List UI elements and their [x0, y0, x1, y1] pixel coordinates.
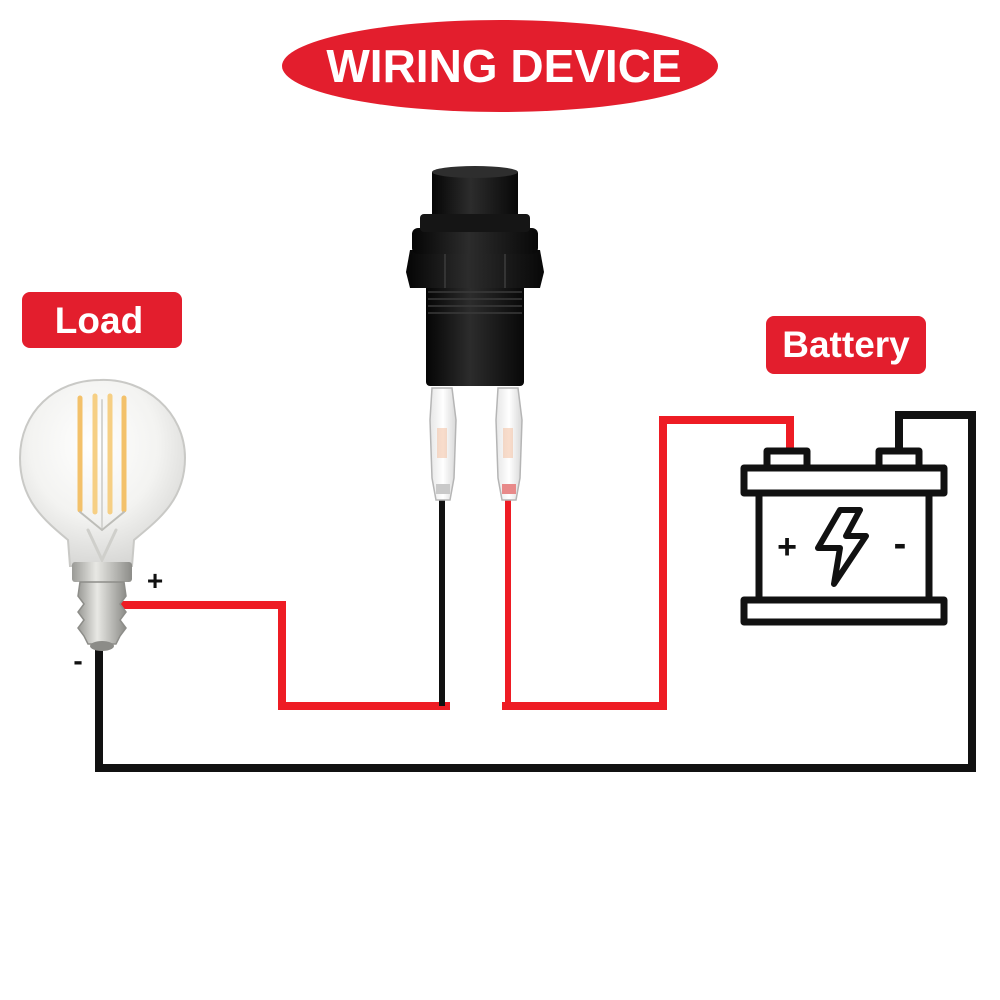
load-minus-sign: -	[73, 645, 82, 676]
load-label: Load	[22, 292, 182, 348]
battery-plus-sign: +	[777, 528, 797, 566]
battery-label-box	[766, 316, 926, 374]
bulb-filaments	[77, 393, 127, 564]
switch-right-terminal-sleeve	[495, 387, 523, 501]
load-label-box	[22, 292, 182, 348]
switch-threaded-body	[426, 282, 524, 386]
load-plus-sign: +	[147, 565, 163, 596]
red-wire-load-to-switch	[110, 601, 450, 710]
battery-polarity: + -	[777, 523, 906, 566]
switch-hex-nut	[406, 250, 544, 288]
light-bulb-icon: + -	[18, 378, 187, 676]
black-return-wire	[95, 411, 976, 772]
battery-label: Battery	[766, 316, 926, 374]
battery-lid	[740, 464, 948, 497]
title-pill	[282, 20, 718, 112]
push-button-switch-icon	[406, 166, 544, 706]
switch-flange	[412, 228, 538, 254]
title-banner: WIRING DEVICE	[282, 20, 718, 112]
load-label-text: Load	[55, 300, 143, 341]
switch-button-cap	[432, 167, 518, 214]
battery-icon	[740, 447, 948, 626]
bulb-base-collar	[72, 562, 132, 582]
battery-minus-sign: -	[894, 523, 907, 565]
lightning-bolt-icon	[815, 507, 869, 587]
bulb-screw-base	[77, 581, 127, 645]
red-wire-switch-to-battery	[502, 416, 794, 710]
wires	[95, 411, 976, 772]
battery-label-text: Battery	[782, 324, 910, 365]
switch-left-terminal-sleeve	[429, 387, 457, 501]
battery-base	[740, 596, 948, 626]
page-title: WIRING DEVICE	[326, 40, 681, 92]
